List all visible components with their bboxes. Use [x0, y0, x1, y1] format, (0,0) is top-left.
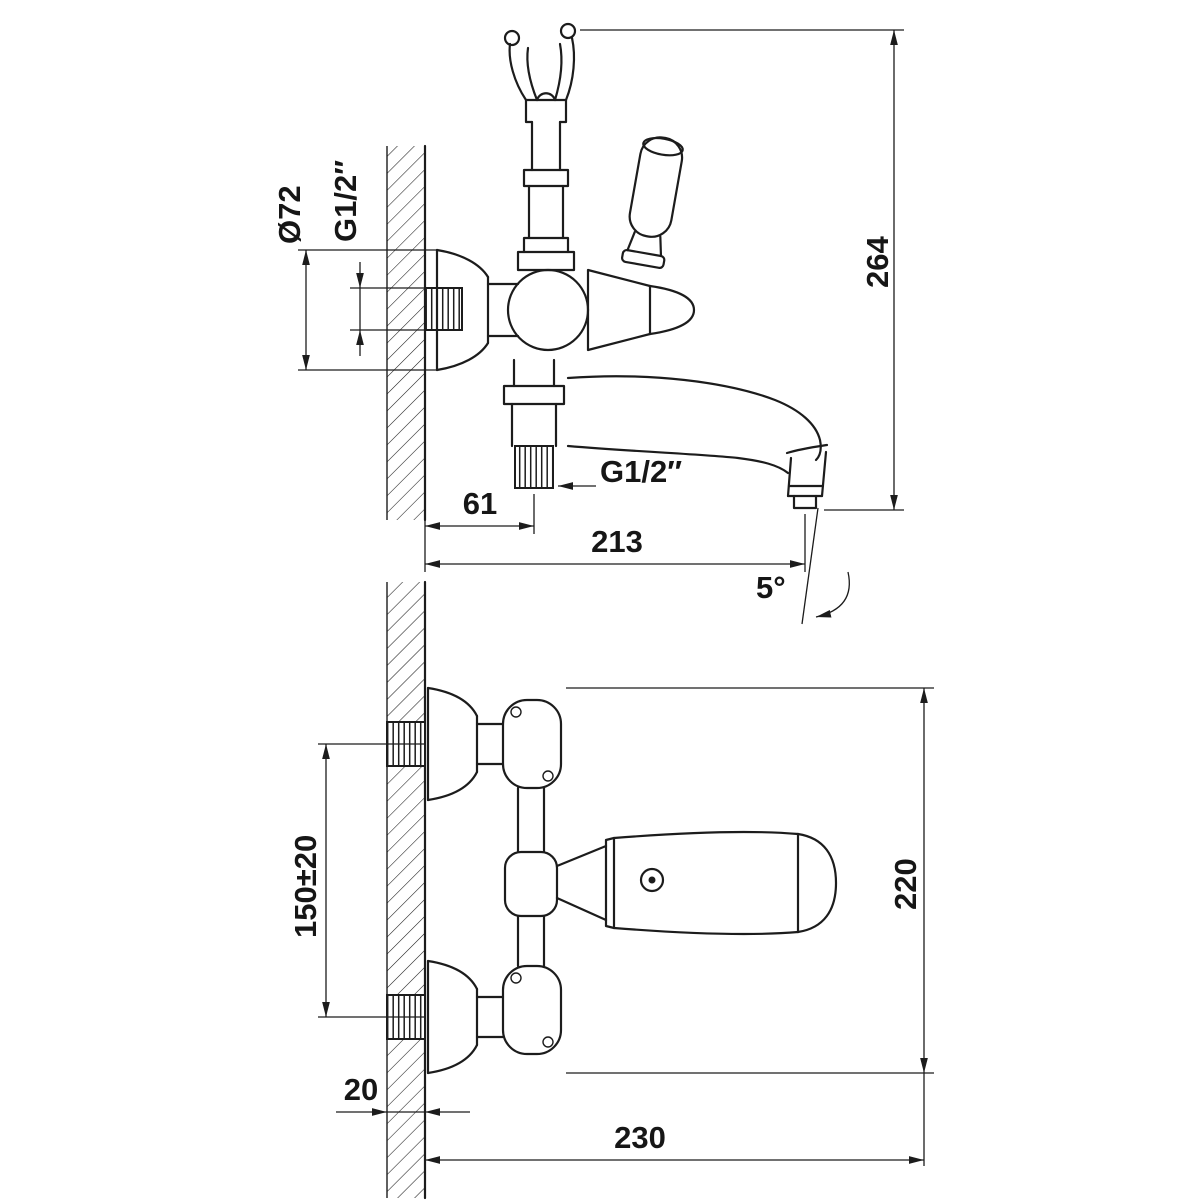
dim-spout-reach: 213	[425, 514, 806, 572]
dim-body-height: 220	[566, 687, 934, 1166]
shower-cradle-fork	[503, 22, 577, 102]
dim-overall-height: 264	[580, 29, 904, 511]
dim-label-outlet-offset: 61	[463, 486, 497, 521]
dim-outlet-offset: 61	[424, 486, 535, 572]
dim-overall-width: 230	[425, 1120, 924, 1164]
dim-label-spout-angle: 5°	[756, 570, 786, 605]
dim-wall-plate-depth: 20	[336, 1072, 470, 1116]
dim-mounting-centers: 150±20	[288, 743, 425, 1018]
dim-label-body-height: 220	[888, 858, 923, 910]
central-column	[501, 698, 563, 1056]
riser-column	[516, 98, 576, 272]
dim-label-outlet-thread: G1/2″	[600, 454, 682, 489]
dim-label-inlet-thread: G1/2″	[328, 160, 363, 242]
dim-label-overall-height: 264	[860, 236, 895, 288]
escutcheon-flange	[435, 248, 520, 372]
dim-label-mounting-centers: 150±20	[288, 835, 323, 938]
handle-lever	[621, 136, 684, 269]
spout	[566, 375, 829, 510]
wall-hatch-side	[386, 144, 427, 522]
dim-flange-diameter: Ø72	[272, 185, 437, 371]
side-view: Ø72 G1/2″ 264 61 213	[272, 22, 904, 625]
dim-label-wall-plate-depth: 20	[344, 1072, 378, 1107]
label-outlet-thread: G1/2″	[558, 454, 682, 490]
inlet-thread	[424, 287, 463, 331]
wall-hatch-front	[386, 580, 427, 1200]
dim-label-flange-diameter: Ø72	[272, 185, 307, 244]
annotation-spout-angle: 5°	[756, 507, 850, 625]
dim-label-overall-width: 230	[614, 1120, 666, 1155]
valve-body	[586, 268, 696, 352]
front-view: 150±20 220 20 230	[288, 580, 934, 1200]
handle-front	[555, 830, 838, 936]
dim-label-spout-reach: 213	[591, 524, 643, 559]
mixer-body	[506, 268, 590, 352]
hose-outlet	[502, 358, 566, 489]
dim-inlet-thread: G1/2″	[328, 160, 425, 356]
